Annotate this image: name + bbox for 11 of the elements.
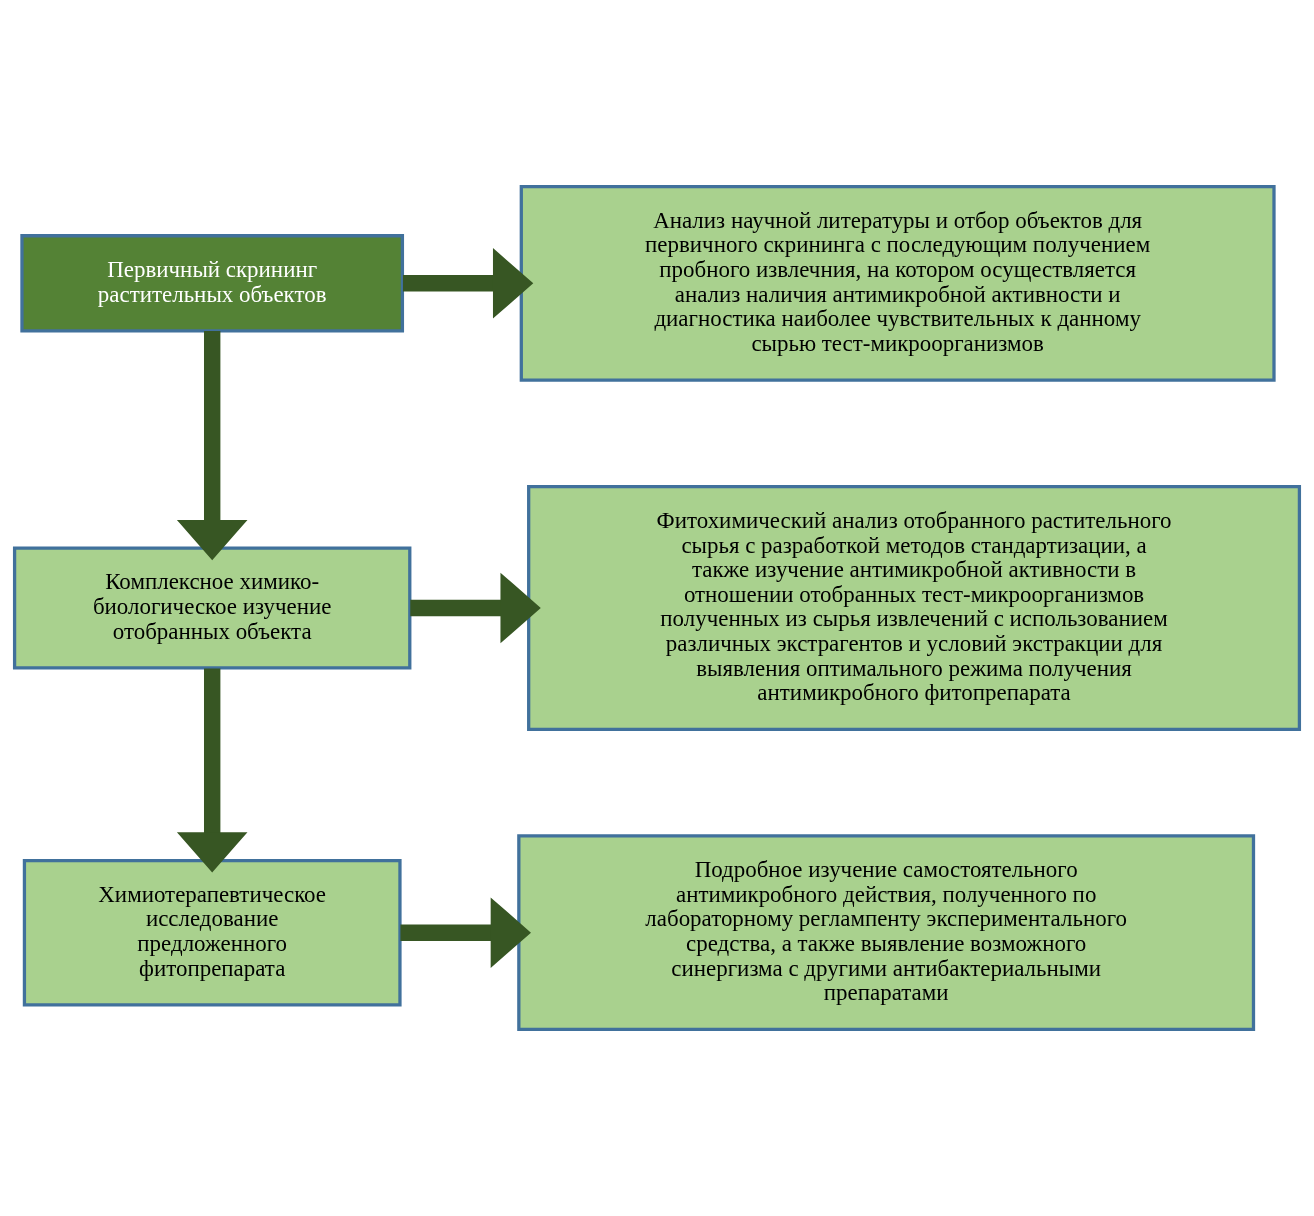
node-box: Комплексное химико-биологическое изучение отобранных объекта [12,546,412,670]
node-box: Химиотерапевтическое исследование предложенного фитопрепарата [22,858,402,1007]
arrow [400,897,531,968]
node-box: Анализ научной литературы и отбор объектов для первичного скрининга с последующим получением пробного извлечния, на котором осуществляется анализ наличия антимикробной активности и диагностика наиболее чувствительных к данному сырью тест-микроорганизмов [519,184,1276,382]
arrow [176,331,248,561]
arrow [176,668,248,873]
node-box: Первичный скрининг растительных объектов [20,234,405,333]
arrow [402,248,534,319]
arrow [410,572,541,644]
node-box: Подробное изучение самостоятельного антимикробного действия, полученного по лабораторному реглампенту экспериментального средства, а также выявление возможного синергизма с другими антибактериальными препаратами [517,834,1256,1032]
node-box: Фитохимический анализ отобранного растительного сырья с разработкой методов стандартизации, а также изучение антимикробной активности в отношении отобранных тест-микроорганизмов полученных из сырья извлечений с использованием различных экстрагентов и условий экстракции для выявления оптимального режима получения антимикробного фитопрепарата [527,485,1302,731]
